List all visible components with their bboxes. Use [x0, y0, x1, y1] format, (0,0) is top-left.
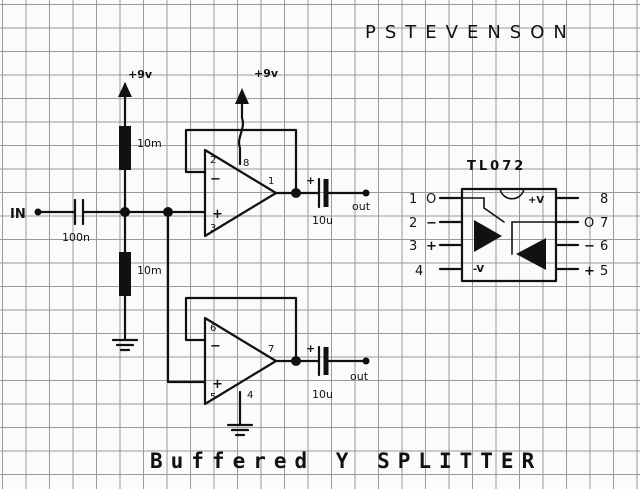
input-label: IN [10, 207, 26, 222]
bias-resistor-top [119, 126, 131, 170]
chip-right-pin-7-sign: O [584, 216, 594, 231]
opamp-a-minus-sign: − [210, 172, 221, 187]
chip-right-pin-8-num: 8 [600, 192, 608, 207]
opamp-a-pin-supply: 8 [243, 158, 249, 169]
input-capacitor [73, 198, 85, 226]
opamp-b-plus-wire [166, 210, 207, 384]
input-cap-value: 100n [62, 231, 90, 244]
bias-resistor-top-value: 10m [137, 137, 162, 150]
chip-left-pin-3-sign: + [426, 239, 437, 254]
opamp-a-pin-out: 1 [268, 176, 274, 187]
chip-internal-amp-a [474, 220, 502, 252]
output-b-label: out [350, 370, 369, 383]
opamp-a-plus-sign: + [212, 207, 223, 222]
supply-left-label: +9v [128, 68, 153, 81]
chip-left-pin-1-num: 1 [409, 192, 417, 207]
opamp-b-pin-minus: 6 [210, 323, 216, 334]
diagram-title: Buffered Y SPLITTER [150, 449, 542, 473]
chip-internal-wire-b [511, 221, 557, 255]
opamp-b-feedback-wire [184, 296, 298, 363]
chip-body [460, 187, 558, 283]
opamp-a-pin-plus: 3 [210, 223, 216, 234]
output-b-terminal [362, 357, 370, 365]
opamp-b-pin-out: 7 [268, 344, 274, 355]
author-name: PSTEVENSON [365, 22, 576, 43]
chip-left-pin-3-num: 3 [409, 239, 417, 254]
supply-arrow-left [118, 82, 132, 128]
bias-resistor-bottom-value: 10m [137, 264, 162, 277]
ground-symbol-opamp [226, 423, 254, 437]
chip-right-pin-5-num: 5 [600, 264, 608, 279]
output-a-label: out [352, 200, 371, 213]
opamp-b-pin-gnd: 4 [247, 390, 253, 401]
chip-right-pin-6-num: 6 [600, 239, 608, 254]
supply-opamp-label: +9v [254, 67, 279, 80]
output-b-capacitor [317, 345, 329, 377]
chip-left-pin-1-sign: O [426, 192, 436, 207]
output-a-capacitor [317, 177, 329, 209]
chip-left-pin-2-num: 2 [409, 216, 417, 231]
chip-internal-amp-b [516, 238, 546, 270]
chip-right-pin-6-sign: − [584, 239, 595, 254]
chip-right-pin-7-num: 7 [600, 216, 608, 231]
opamp-a-triangle [203, 148, 278, 238]
chip-internal-wire-a [461, 197, 505, 223]
opamp-b-minus-sign: − [210, 339, 221, 354]
opamp-a-pin-minus: 2 [210, 155, 216, 166]
chip-left-pin-4-num: 4 [415, 264, 423, 279]
output-a-cap-value: 10u [312, 214, 333, 227]
output-a-terminal [362, 189, 370, 197]
output-b-cap-value: 10u [312, 388, 333, 401]
output-a-cap-plus: + [306, 174, 315, 187]
chip-vminus-label: -V [473, 264, 484, 275]
output-b-cap-plus: + [306, 342, 315, 355]
opamp-b-triangle [203, 316, 278, 406]
chip-vplus-label: +V [528, 195, 544, 206]
opamp-b-plus-sign: + [212, 377, 223, 392]
ground-symbol-left [111, 338, 139, 352]
supply-arrow-opamp [235, 88, 249, 104]
bias-resistor-bottom [119, 252, 131, 296]
opamp-a-supply-wire [238, 98, 244, 166]
opamp-b-output-dot [291, 356, 301, 366]
opamp-a-feedback-wire [184, 128, 298, 195]
opamp-b-pin-plus: 5 [210, 392, 216, 403]
chip-name: TL072 [467, 159, 526, 174]
chip-right-pin-5-sign: + [584, 264, 595, 279]
chip-left-pin-2-sign: − [426, 216, 437, 231]
opamp-a-output-dot [291, 188, 301, 198]
